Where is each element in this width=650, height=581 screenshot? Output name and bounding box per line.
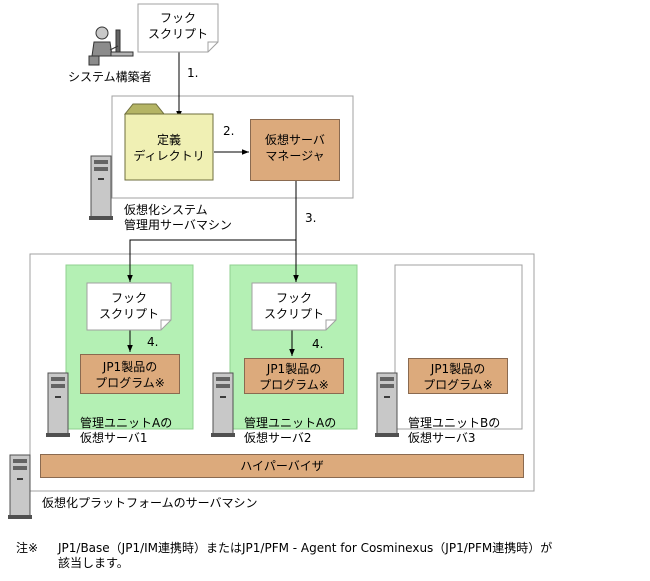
server-icon-vm2	[211, 372, 235, 437]
jp1-program-vm2-box: JP1製品の プログラム※	[244, 358, 344, 394]
mgmt-machine-frame	[111, 95, 354, 199]
definition-directory-label: 定義 ディレクトリ	[133, 133, 205, 163]
server-icon-mgmt	[89, 155, 113, 220]
hook-script-vm1-label: フック スクリプト	[98, 291, 159, 321]
step-4-vm2-label: 4.	[312, 337, 324, 351]
builder-label: システム構築者	[68, 70, 152, 84]
vm3-frame	[394, 264, 523, 430]
step-2-label: 2.	[223, 124, 235, 138]
step-1-label: 1.	[187, 66, 199, 80]
arrow-step3-vm1	[127, 181, 297, 282]
hook-script-top-label: フック スクリプト	[147, 11, 208, 41]
hook-script-doc-vm1	[86, 282, 172, 331]
note-line-2: 該当します。	[58, 556, 129, 570]
server-icon-vm3	[375, 372, 399, 437]
jp1-program-vm1-box: JP1製品の プログラム※	[80, 354, 180, 394]
platform-frame	[29, 253, 535, 492]
step-3-label: 3.	[305, 211, 317, 225]
step-4-vm1-label: 4.	[147, 335, 159, 349]
vm3-label: 管理ユニットBの 仮想サーバ3	[408, 416, 501, 445]
note-mark: 注※	[16, 541, 39, 555]
note-line-1: JP1/Base（JP1/IM連携時）またはJP1/PFM - Agent fo…	[58, 541, 553, 555]
platform-machine-label: 仮想化プラットフォームのサーバマシン	[42, 496, 258, 510]
server-icon-vm1	[46, 372, 70, 437]
folder-icon	[123, 103, 214, 181]
builder-person-icon	[88, 26, 134, 66]
hook-script-vm2-label: フック スクリプト	[263, 291, 324, 321]
vm2-label: 管理ユニットAの 仮想サーバ2	[244, 416, 337, 445]
server-icon-platform	[8, 454, 32, 519]
hook-script-doc-top	[137, 3, 219, 53]
virtual-server-manager-box: 仮想サーバ マネージャ	[250, 119, 340, 181]
vm1-label: 管理ユニットAの 仮想サーバ1	[80, 416, 173, 445]
jp1-program-vm3-box: JP1製品の プログラム※	[408, 358, 508, 394]
hypervisor-bar: ハイパーバイザ	[40, 454, 524, 478]
hook-script-doc-vm2	[251, 282, 337, 331]
mgmt-machine-label: 仮想化システム 管理用サーバマシン	[124, 203, 232, 232]
